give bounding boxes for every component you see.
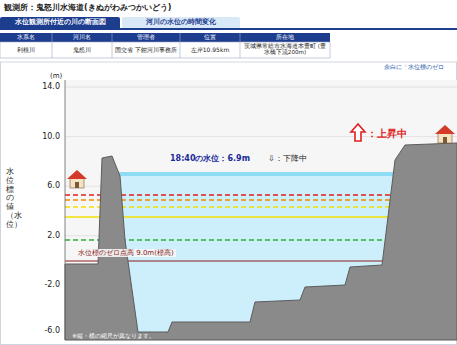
table-cell: 左岸10.95km	[180, 47, 240, 54]
tab-bar	[0, 28, 457, 30]
tick-label: -6.0	[20, 326, 60, 335]
table-grid	[52, 33, 240, 58]
water-surface	[110, 172, 402, 176]
station-title: 観測所：鬼怒川水海道(きぬがわみつかいどう)	[4, 3, 171, 12]
table-cell: 鬼怒川	[52, 47, 112, 54]
tick-label: 14.0	[20, 82, 60, 91]
table-header-cell: 位置	[180, 34, 240, 41]
tick-label: 2.0	[20, 231, 60, 240]
table-cell: 茨城県常総市水海道本豊町 (豊水橋下流200m)	[242, 43, 328, 56]
plot-area	[65, 80, 457, 340]
axis-unit: (m)	[50, 72, 62, 80]
table-header-cell: 管理者	[112, 34, 180, 41]
axis-title: 水位標の値（水位）	[6, 168, 14, 230]
table-cell: 国交省 下館河川事務所	[112, 47, 180, 53]
tab-label: 水位観測所付近の川の断面図	[15, 19, 106, 26]
zero-point-label: 水位標のゼロ点高 9.0m(標高)	[76, 249, 176, 257]
tick-label: -2.0	[20, 280, 60, 289]
table-header-cell: 所在地	[240, 34, 330, 41]
house-icon	[67, 170, 87, 188]
tick-label: 6.0	[20, 181, 60, 190]
inactive-tab: 河川の水位の時間変化	[122, 17, 240, 28]
table-header-cell: 水系名	[0, 34, 52, 41]
water-level-text: 18:40の水位：6.9m	[168, 154, 252, 163]
tick-label: 10.0	[20, 132, 60, 141]
table-row	[0, 42, 330, 58]
note-text: 余白に「水位標のゼロ	[384, 64, 444, 71]
table-header	[0, 33, 330, 42]
river-bank	[65, 143, 457, 340]
rising-arrow	[351, 124, 365, 141]
rising-label: ：上昇中	[367, 128, 407, 140]
house-icon	[435, 125, 455, 143]
y-axis	[65, 80, 66, 340]
trend-text: ⇩：下降中	[266, 154, 309, 163]
table-header-cell: 河川名	[52, 34, 112, 41]
table-cell: 利根川	[0, 47, 52, 54]
active-tab: 水位観測所付近の川の断面図	[0, 17, 120, 28]
tab-label: 河川の水位の時間変化	[146, 19, 216, 26]
chart-panel	[1, 62, 457, 345]
scale-note: ※縦・横の縮尺が異なります。	[72, 333, 155, 340]
